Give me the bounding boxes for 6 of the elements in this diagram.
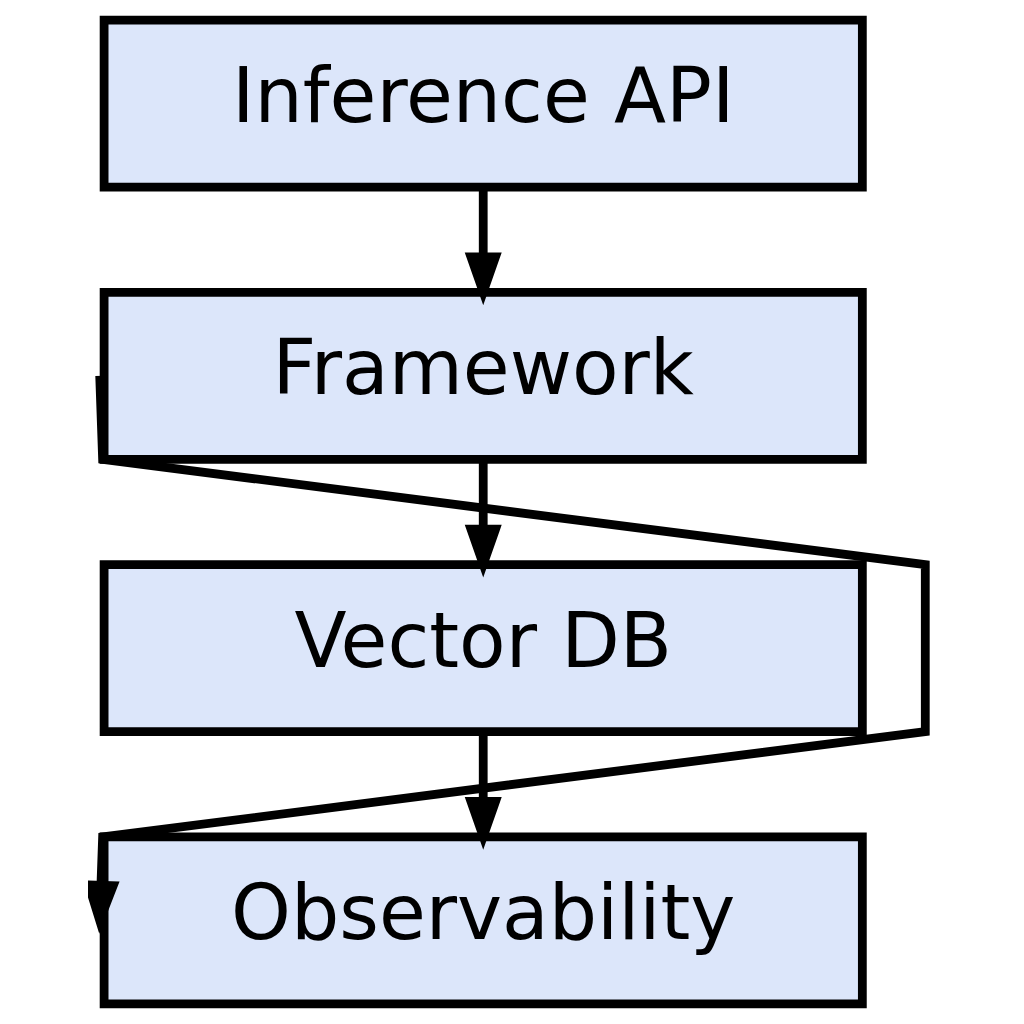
arrow	[87, 375, 930, 934]
node-box: Framework	[99, 288, 867, 464]
node-box: Inference API	[99, 15, 867, 192]
node-box: Vector DB	[99, 560, 867, 736]
node-box: Observability	[99, 832, 867, 1009]
arrow	[464, 460, 502, 578]
